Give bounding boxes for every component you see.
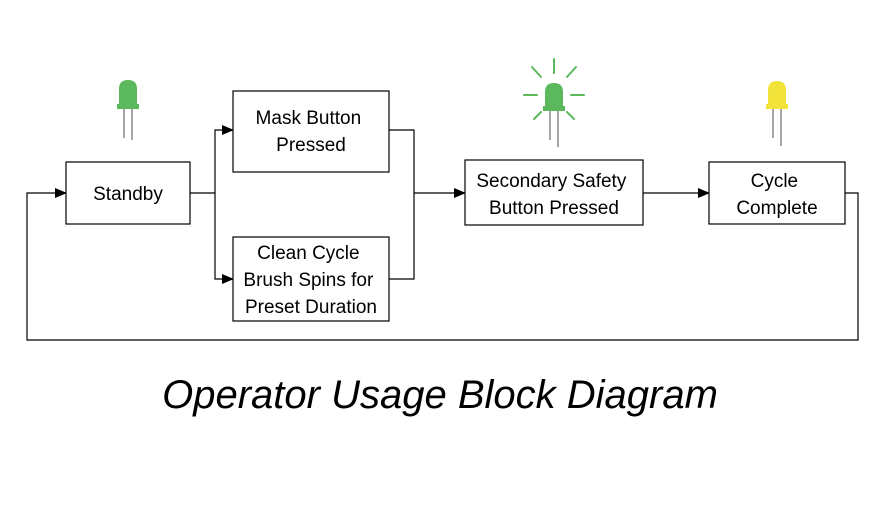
block-mask-button-line-1: Mask Button — [256, 108, 362, 129]
secondary-led-rim — [543, 106, 565, 111]
secondary-led-body — [545, 83, 563, 110]
block-clean-cycle-line-2: Brush Spins for — [243, 270, 374, 291]
block-mask-button-label: Mask Button Pressed — [256, 108, 367, 156]
block-mask-button-box — [232, 90, 390, 173]
block-clean-cycle-label: Clean Cycle Brush Spins for Preset Durat… — [243, 243, 378, 318]
block-clean-cycle-line-1: Clean Cycle — [257, 243, 359, 264]
connector-clean-cycle-out — [389, 193, 415, 280]
arrow-to-mask-button — [214, 125, 234, 193]
block-standby-line-1: Standby — [93, 184, 163, 205]
block-cycle-complete-box — [708, 161, 846, 225]
block-clean-cycle-line-3: Preset Duration — [245, 297, 377, 318]
connector-mask-button-out — [389, 129, 415, 193]
secondary-led-flashing-icon — [523, 58, 585, 147]
secondary-led-rays — [523, 58, 585, 120]
complete-led-body — [768, 81, 786, 108]
block-mask-button: Mask Button Pressed — [232, 90, 390, 173]
arrow-loop-back-to-standby — [26, 188, 859, 341]
diagram-title: Operator Usage Block Diagram — [162, 373, 718, 417]
block-cycle-complete-label: Cycle Complete — [736, 171, 817, 219]
block-secondary-safety-box — [464, 159, 644, 226]
complete-led-rim — [766, 104, 788, 109]
complete-led-icon — [766, 81, 788, 146]
block-secondary-safety: Secondary Safety Button Pressed — [464, 159, 644, 226]
standby-led-icon — [117, 80, 139, 140]
block-secondary-safety-label: Secondary Safety Button Pressed — [476, 171, 631, 219]
standby-led-body — [119, 80, 137, 108]
block-cycle-complete-line-2: Complete — [736, 198, 817, 219]
connectors — [26, 125, 859, 341]
block-cycle-complete-line-1: Cycle — [751, 171, 799, 192]
arrow-to-clean-cycle — [214, 193, 234, 284]
block-standby-label: Standby — [93, 184, 163, 205]
block-secondary-safety-line-1: Secondary Safety — [476, 171, 626, 192]
block-cycle-complete: Cycle Complete — [708, 161, 846, 225]
block-standby-box — [65, 161, 191, 225]
block-mask-button-line-2: Pressed — [276, 135, 346, 156]
block-standby: Standby — [65, 161, 191, 225]
block-clean-cycle: Clean Cycle Brush Spins for Preset Durat… — [232, 236, 390, 322]
standby-led-rim — [117, 104, 139, 109]
block-clean-cycle-box — [232, 236, 390, 322]
block-secondary-safety-line-2: Button Pressed — [489, 198, 619, 219]
